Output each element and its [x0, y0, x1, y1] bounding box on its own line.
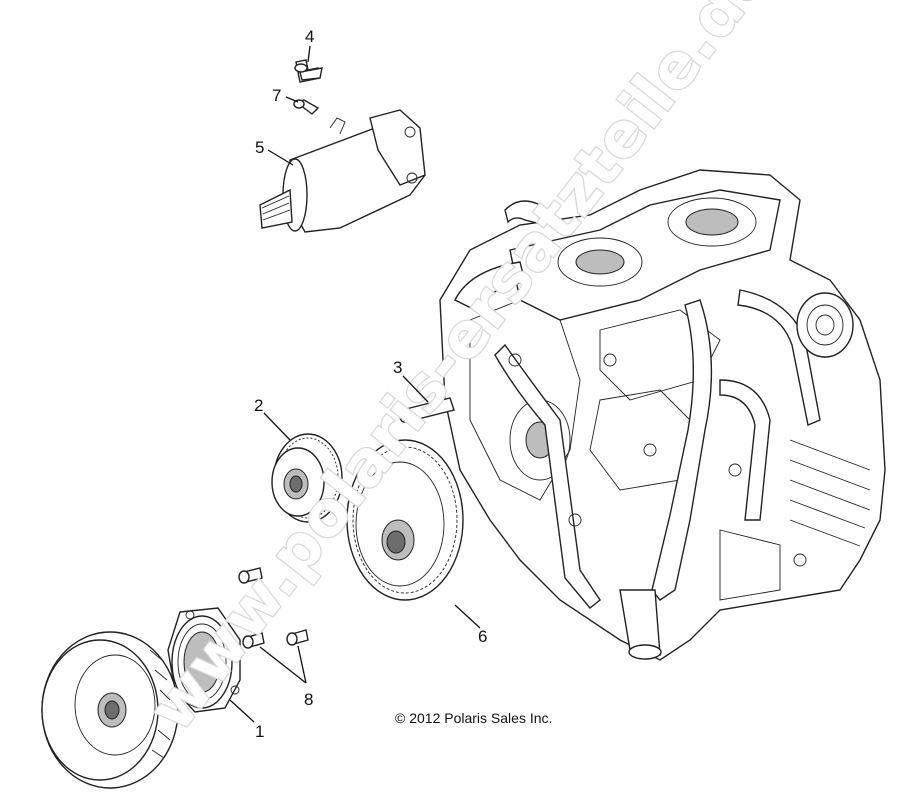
leader-8a: [259, 646, 307, 684]
starter-motor: [259, 109, 426, 233]
callout-2: 2: [254, 396, 263, 415]
leader-8b: [297, 645, 307, 684]
leader-4: [307, 45, 311, 63]
stud-bolt: [294, 59, 323, 83]
leader-6: [454, 604, 481, 629]
leader-lines: [229, 45, 481, 723]
leader-3: [402, 375, 429, 403]
engine-block: [439, 169, 886, 661]
callout-4: 4: [305, 27, 314, 46]
callout-6: 6: [478, 627, 487, 646]
leader-2: [263, 412, 291, 441]
bolt-set: [238, 567, 309, 649]
leader-5: [267, 149, 294, 166]
copyright-notice: © 2012 Polaris Sales Inc.: [395, 710, 552, 726]
flywheel: [41, 631, 179, 789]
callout-7: 7: [272, 86, 281, 105]
idler-gear: [271, 433, 343, 523]
starter-gear: [346, 439, 464, 601]
leader-1: [229, 699, 255, 723]
callout-labels: 4 7 5 3 2 6 8 1: [254, 27, 487, 741]
callout-5: 5: [255, 138, 264, 157]
callout-8: 8: [304, 690, 313, 709]
callout-3: 3: [393, 358, 402, 377]
one-way-clutch: [167, 607, 241, 713]
idler-shaft: [399, 397, 455, 423]
leader-7: [285, 96, 299, 103]
callout-1: 1: [255, 722, 264, 741]
